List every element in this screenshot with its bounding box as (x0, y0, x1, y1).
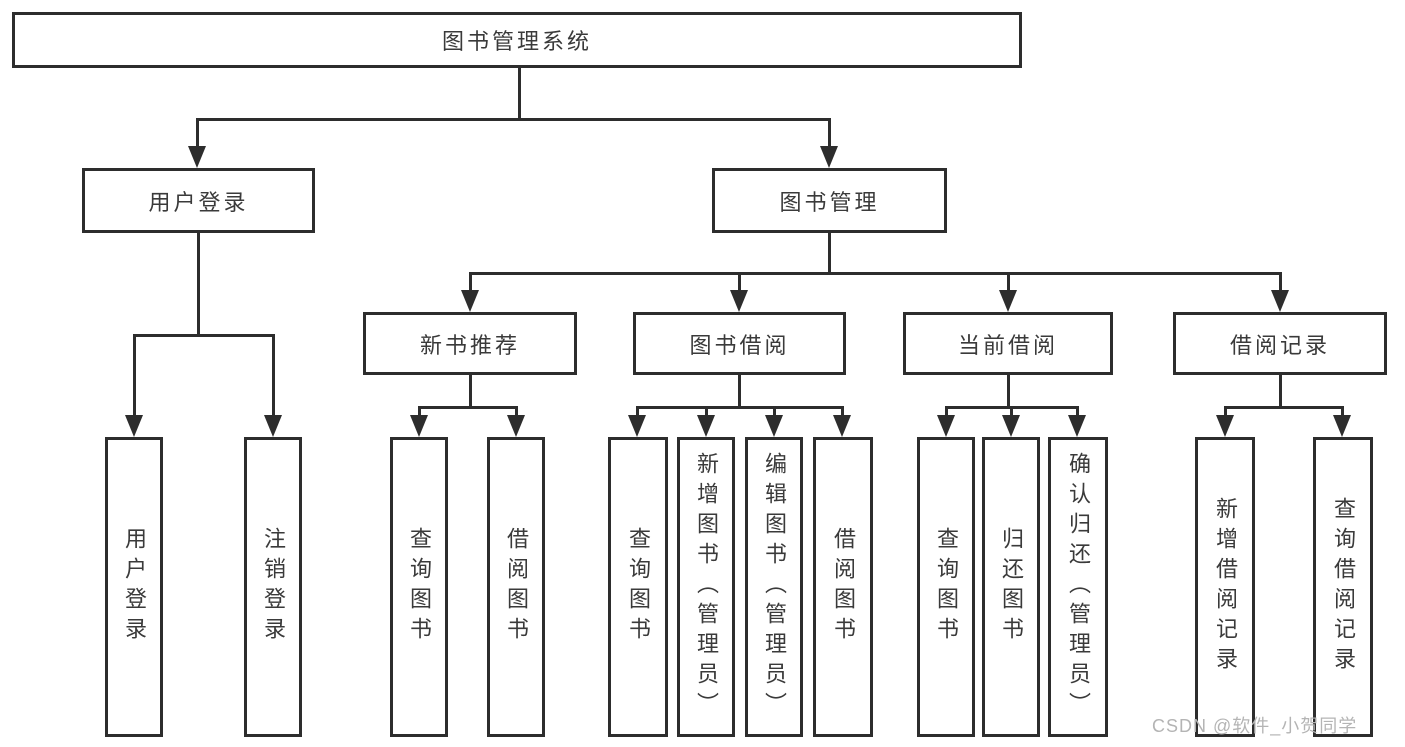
leaf-borrow-book-1-label: 借阅图书 (504, 527, 529, 647)
node-book-borrow: 图书借阅 (633, 312, 846, 375)
connector-current-borrow-stem (1007, 375, 1010, 409)
connector-drop-leaf-logout (272, 334, 275, 417)
connector-drop-book-borrow (738, 272, 741, 292)
connector-drop-book-management (828, 118, 831, 148)
connector-drop-query-record (1341, 406, 1344, 417)
connector-drop-query-book-3 (945, 406, 948, 417)
connector-user-login-spread (133, 334, 275, 337)
leaf-logout-label: 注销登录 (261, 527, 286, 647)
connector-drop-add-book (705, 406, 708, 417)
node-current-borrow: 当前借阅 (903, 312, 1113, 375)
leaf-add-borrow-record: 新增借阅记录 (1195, 437, 1255, 737)
connector-root-stem (518, 68, 521, 120)
connector-level3-branch (469, 272, 1281, 275)
arrowhead-confirm-return (1068, 415, 1086, 437)
leaf-logout: 注销登录 (244, 437, 302, 737)
connector-book-management-stem (828, 233, 831, 274)
arrowhead-borrow-record (1271, 290, 1289, 312)
arrowhead-return-book (1002, 415, 1020, 437)
connector-drop-current-borrow (1007, 272, 1010, 292)
leaf-add-book-admin-label: 新增图书（管理员） (694, 452, 719, 722)
leaf-borrow-book-2: 借阅图书 (813, 437, 873, 737)
leaf-borrow-book-1: 借阅图书 (487, 437, 545, 737)
connector-new-book-stem (469, 375, 472, 409)
connector-drop-borrow-book-1 (515, 406, 518, 417)
connector-drop-leaf-user-login (133, 334, 136, 417)
arrowhead-add-record (1216, 415, 1234, 437)
connector-level1-branch (196, 118, 831, 121)
leaf-user-login: 用户登录 (105, 437, 163, 737)
leaf-confirm-return-admin: 确认归还（管理员） (1048, 437, 1108, 737)
arrowhead-new-book (461, 290, 479, 312)
connector-borrow-record-spread (1224, 406, 1344, 409)
arrowhead-user-login (188, 146, 206, 168)
connector-drop-user-login (196, 118, 199, 148)
node-user-login: 用户登录 (82, 168, 315, 233)
connector-book-borrow-stem (738, 375, 741, 409)
arrowhead-book-borrow (730, 290, 748, 312)
node-book-management: 图书管理 (712, 168, 947, 233)
arrowhead-book-management (820, 146, 838, 168)
connector-drop-add-record (1224, 406, 1227, 417)
connector-drop-new-book (469, 272, 472, 292)
leaf-query-book-3-label: 查询图书 (934, 527, 959, 647)
leaf-query-borrow-record-label: 查询借阅记录 (1331, 497, 1356, 677)
connector-user-login-stem (197, 233, 200, 337)
arrowhead-edit-book (765, 415, 783, 437)
arrowhead-borrow-book-2 (833, 415, 851, 437)
connector-drop-borrow-record (1279, 272, 1282, 292)
leaf-user-login-label: 用户登录 (122, 527, 147, 647)
leaf-edit-book-admin-label: 编辑图书（管理员） (762, 452, 787, 722)
leaf-query-borrow-record: 查询借阅记录 (1313, 437, 1373, 737)
arrowhead-add-book (697, 415, 715, 437)
connector-drop-query-book-2 (636, 406, 639, 417)
arrowhead-leaf-logout (264, 415, 282, 437)
arrowhead-borrow-book-1 (507, 415, 525, 437)
connector-drop-query-book-1 (418, 406, 421, 417)
arrowhead-leaf-user-login (125, 415, 143, 437)
leaf-return-book-label: 归还图书 (999, 527, 1024, 647)
connector-drop-edit-book (773, 406, 776, 417)
arrowhead-current-borrow (999, 290, 1017, 312)
leaf-confirm-return-admin-label: 确认归还（管理员） (1066, 452, 1091, 722)
connector-new-book-spread (418, 406, 518, 409)
leaf-edit-book-admin: 编辑图书（管理员） (745, 437, 803, 737)
csdn-watermark: CSDN @软件_小贺同学 (1152, 716, 1358, 736)
leaf-query-book-2-label: 查询图书 (626, 527, 651, 647)
node-library-management-system: 图书管理系统 (12, 12, 1022, 68)
node-borrow-record: 借阅记录 (1173, 312, 1387, 375)
arrowhead-query-book-2 (628, 415, 646, 437)
arrowhead-query-record (1333, 415, 1351, 437)
connector-borrow-record-stem (1279, 375, 1282, 409)
connector-drop-borrow-book-2 (841, 406, 844, 417)
connector-drop-return-book (1010, 406, 1013, 417)
leaf-return-book: 归还图书 (982, 437, 1040, 737)
leaf-query-book-3: 查询图书 (917, 437, 975, 737)
arrowhead-query-book-3 (937, 415, 955, 437)
leaf-query-book-1-label: 查询图书 (407, 527, 432, 647)
arrowhead-query-book-1 (410, 415, 428, 437)
leaf-add-borrow-record-label: 新增借阅记录 (1213, 497, 1238, 677)
connector-drop-confirm-return (1076, 406, 1079, 417)
leaf-add-book-admin: 新增图书（管理员） (677, 437, 735, 737)
node-new-book-recommend: 新书推荐 (363, 312, 577, 375)
leaf-query-book-2: 查询图书 (608, 437, 668, 737)
leaf-query-book-1: 查询图书 (390, 437, 448, 737)
leaf-borrow-book-2-label: 借阅图书 (831, 527, 856, 647)
connector-book-borrow-spread (636, 406, 844, 409)
